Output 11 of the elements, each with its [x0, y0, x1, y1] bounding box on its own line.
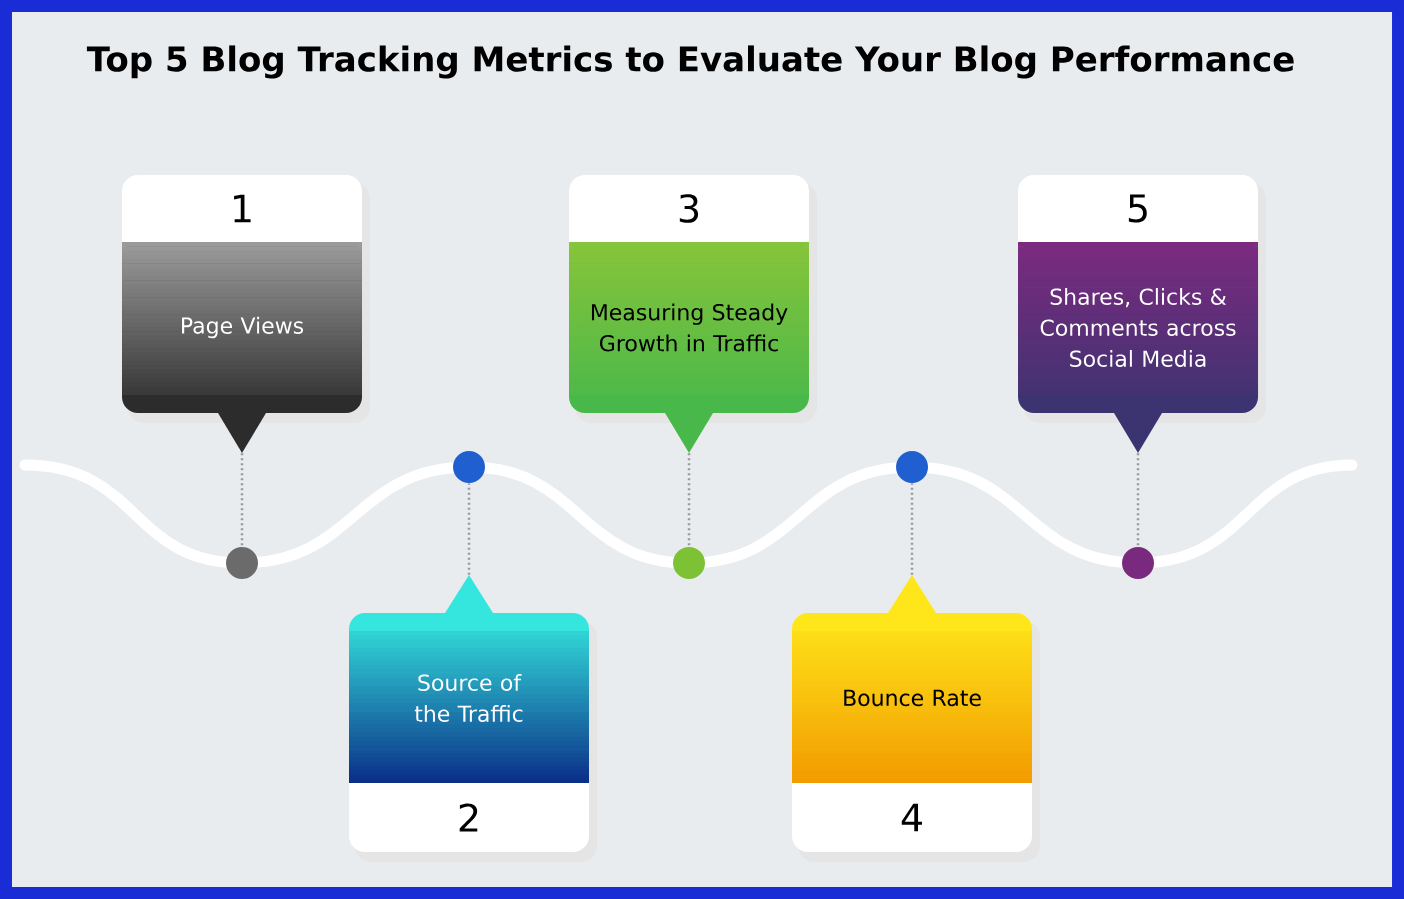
dotted-connector	[910, 483, 914, 575]
title: Top 5 Blog Tracking Metrics to Evaluate Your Blog Performance	[86, 45, 1294, 79]
dotted-connector	[687, 453, 691, 547]
dotted-connector	[1136, 453, 1140, 547]
dotted-connector	[240, 453, 244, 547]
dotted-connector	[467, 483, 471, 575]
timeline-dot	[896, 451, 928, 483]
timeline-dot	[673, 547, 705, 579]
timeline-dot	[1122, 547, 1154, 579]
timeline-dot	[453, 451, 485, 483]
timeline-dot	[226, 547, 258, 579]
